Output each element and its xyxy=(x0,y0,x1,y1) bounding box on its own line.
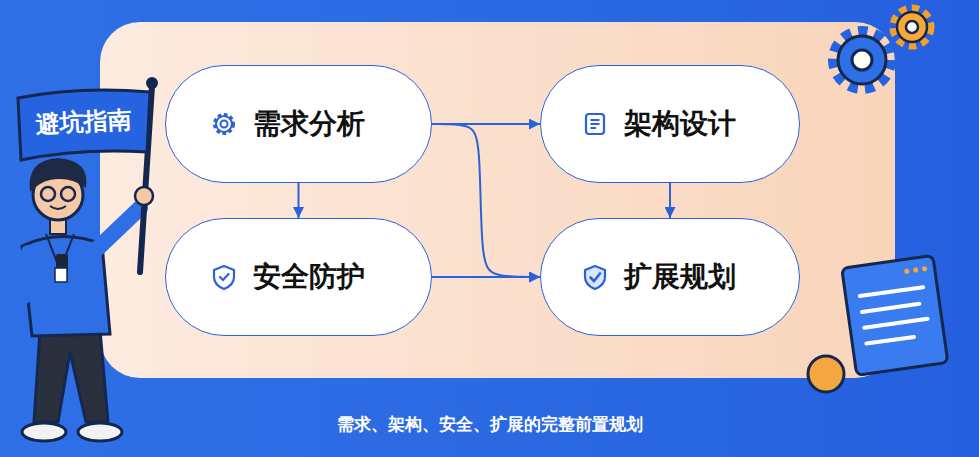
pole-knob xyxy=(146,77,158,89)
gear-teeth xyxy=(894,9,930,45)
gear-body xyxy=(897,12,927,42)
smile xyxy=(50,206,66,209)
badge xyxy=(55,268,67,282)
process-pill: 安全防护 xyxy=(165,218,432,336)
pants xyxy=(34,330,108,422)
document-dot xyxy=(922,266,928,272)
gear-hole xyxy=(906,21,918,33)
node-icon xyxy=(582,264,608,290)
node-label: 架构设计 xyxy=(624,105,736,143)
process-pill: 架构设计 xyxy=(540,65,800,183)
process-pill: 扩展规划 xyxy=(540,218,800,336)
node-icon xyxy=(211,111,237,137)
document-dot xyxy=(904,268,910,274)
flow-arrow xyxy=(432,123,540,125)
gear-icon xyxy=(834,9,930,88)
flow-arrow xyxy=(432,124,540,277)
hair xyxy=(30,158,87,192)
lower-arm xyxy=(20,252,58,300)
gear-teeth xyxy=(834,32,890,88)
document-icon xyxy=(842,256,948,376)
document-line xyxy=(862,304,919,312)
gear-hole xyxy=(852,50,872,70)
shoe xyxy=(78,423,122,441)
hand xyxy=(135,187,153,205)
node-label: 需求分析 xyxy=(253,105,365,143)
glasses xyxy=(41,187,55,201)
shoe xyxy=(22,423,66,441)
flag-illustration xyxy=(18,77,158,272)
document-line xyxy=(864,319,927,328)
flag-label: 避坑指南 xyxy=(19,103,148,142)
document-line xyxy=(866,337,914,344)
gear-body xyxy=(838,36,886,84)
raised-arm xyxy=(98,208,140,248)
caption: 需求、架构、安全、扩展的完整前置规划 xyxy=(0,413,979,436)
speech-bubble xyxy=(808,356,844,392)
lanyard xyxy=(46,234,74,270)
node-icon xyxy=(582,111,608,137)
person-illustration xyxy=(20,158,140,441)
document-dot xyxy=(913,267,919,273)
document-line xyxy=(860,287,923,296)
flag-banner xyxy=(18,90,150,160)
node-label: 安全防护 xyxy=(253,258,365,296)
glasses xyxy=(61,187,75,201)
document-sheet xyxy=(842,256,948,376)
process-pill: 需求分析 xyxy=(165,65,432,183)
flow-arrow xyxy=(298,183,300,218)
node-label: 扩展规划 xyxy=(624,258,736,296)
flow-arrow xyxy=(432,276,540,278)
node-icon xyxy=(211,264,237,290)
panel xyxy=(100,22,895,378)
flow-arrow xyxy=(669,183,671,218)
